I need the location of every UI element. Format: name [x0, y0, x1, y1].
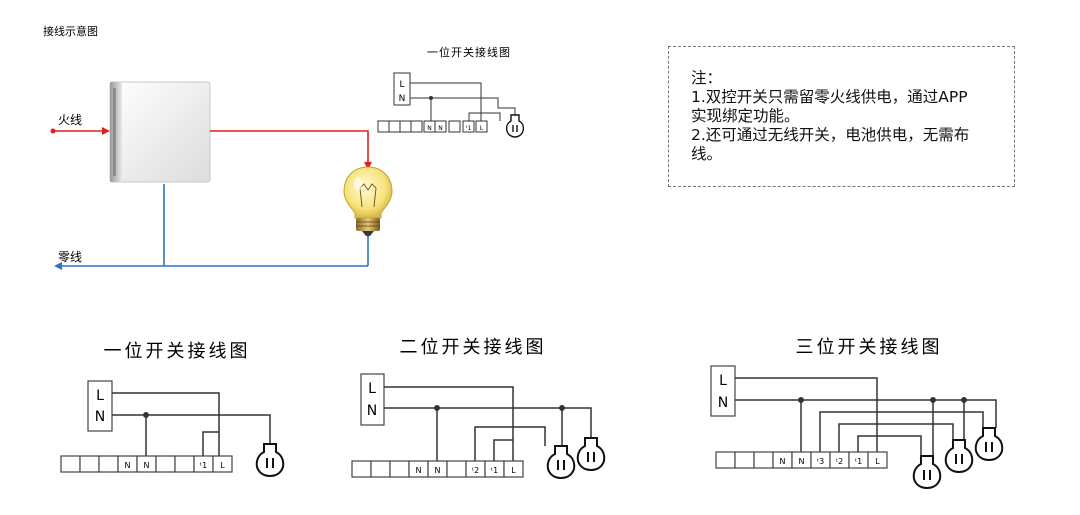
terminal-label: ᵗ2: [472, 466, 479, 475]
single-switch-diagram: 一位开关接线图 L N N N ᵗ1 L: [60, 341, 285, 478]
small-terminal-label: ᵗ1: [466, 125, 472, 132]
small-single-switch-diagram: 一位开关接线图 L N N N ᵗ1 L: [377, 45, 525, 138]
wires: [384, 386, 592, 461]
light-bulb-icon: [576, 437, 606, 472]
terminal-label: L: [875, 457, 880, 466]
terminal-label: N: [799, 457, 805, 466]
terminal-label: N: [416, 466, 422, 475]
input-label-l: L: [96, 388, 104, 404]
terminal-block: N N ᵗ2 ᵗ1 L: [351, 460, 524, 478]
small-terminal-label: N: [438, 125, 443, 132]
note-line: 实现绑定功能。: [691, 107, 800, 125]
note-line: 2.还可通过无线开关，电池供电，无需布: [691, 126, 970, 144]
terminal-label: ᵗ3: [817, 457, 824, 466]
light-bulb-icon: [912, 455, 942, 490]
double-switch-diagram: 二位开关接线图 L N N N ᵗ2 ᵗ1 L: [351, 337, 606, 480]
diagram-title: 二位开关接线图: [400, 337, 547, 358]
terminal-label: ᵗ2: [836, 457, 843, 466]
triple-switch-diagram: 三位开关接线图 L N N N: [710, 337, 1004, 490]
neutral-wire: [54, 184, 369, 270]
diagram-title: 一位开关接线图: [104, 341, 251, 362]
small-wires: [410, 82, 516, 121]
light-bulb-icon: [546, 445, 576, 480]
input-label-n: N: [95, 409, 105, 425]
terminal-label: ᵗ1: [855, 457, 862, 466]
top-diagram-title: 接线示意图: [43, 24, 98, 38]
terminal-label: ᵗ1: [200, 461, 207, 470]
terminal-label: ᵗ1: [491, 466, 498, 475]
input-box: [87, 380, 113, 432]
small-bulb-icon: [505, 114, 525, 138]
terminal-label: L: [511, 466, 516, 475]
diagram-title: 三位开关接线图: [796, 337, 943, 358]
input-label-l: L: [368, 381, 376, 397]
smart-switch-device: [109, 81, 211, 183]
small-terminal-label: N: [427, 125, 432, 132]
input-box: [710, 365, 736, 417]
small-terminal-block: N N ᵗ1 L: [377, 120, 488, 133]
terminal-label: L: [220, 461, 225, 470]
small-input-label-l: L: [399, 80, 404, 90]
small-input-label-n: N: [399, 94, 406, 104]
light-bulb-icon: [255, 443, 285, 478]
input-box: [360, 373, 385, 426]
small-diagram-title: 一位开关接线图: [427, 45, 511, 59]
input-label-l: L: [719, 373, 727, 389]
light-bulb-icon: [343, 166, 393, 236]
terminal-block: N N ᵗ1 L: [60, 455, 233, 473]
live-wire-label: 火线: [58, 113, 82, 127]
terminal-label: N: [780, 457, 786, 466]
terminal-block: N N ᵗ3 ᵗ2 ᵗ1 L: [715, 451, 888, 469]
wires: [735, 377, 997, 456]
note-line: 1.双控开关只需留零火线供电，通过APP: [691, 88, 968, 106]
wires: [112, 392, 271, 456]
small-terminal-label: L: [480, 125, 484, 132]
note-line: 线。: [691, 145, 723, 163]
note-heading: 注：: [691, 69, 723, 87]
input-label-n: N: [367, 403, 377, 419]
light-bulb-icon: [944, 439, 974, 474]
note-box: 注： 1.双控开关只需留零火线供电，通过APP 实现绑定功能。 2.还可通过无线…: [668, 46, 1015, 187]
terminal-label: N: [144, 461, 150, 470]
input-label-n: N: [718, 395, 728, 411]
light-bulb-icon: [974, 427, 1004, 462]
small-input-box: [393, 72, 411, 106]
terminal-label: N: [125, 461, 131, 470]
live-wire: [50, 127, 372, 170]
terminal-label: N: [435, 466, 441, 475]
neutral-wire-label: 零线: [58, 250, 82, 264]
